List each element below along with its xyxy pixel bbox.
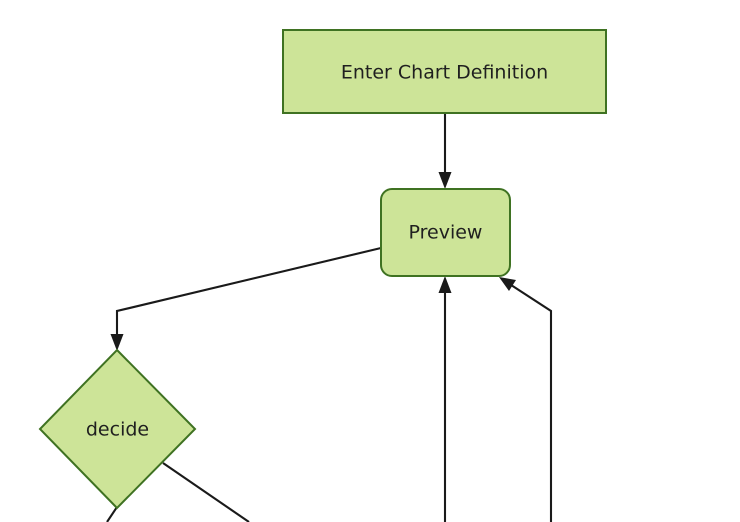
- node-shape-diamond: [38, 348, 197, 510]
- node-label: Enter Chart Definition: [341, 62, 548, 84]
- arrow-head-icon: [438, 276, 452, 293]
- edge-line: [507, 282, 553, 522]
- edges-layer: [106, 113, 553, 522]
- node-enter-chart-definition[interactable]: Enter Chart Definition: [282, 29, 607, 114]
- node-shape-rectangle: [282, 29, 607, 114]
- edge-preview-to-decide[interactable]: [110, 246, 382, 351]
- node-preview[interactable]: Preview: [380, 188, 511, 277]
- node-decide[interactable]: decide: [38, 348, 197, 510]
- arrow-head-icon: [438, 172, 452, 189]
- edge-line: [106, 506, 118, 522]
- edge-line: [115, 246, 382, 340]
- arrow-head-icon: [499, 277, 516, 291]
- edge-return-center-to-preview[interactable]: [438, 276, 452, 522]
- node-shape-rounded-rectangle: [380, 188, 511, 277]
- edge-return-right-to-preview[interactable]: [499, 277, 553, 522]
- arrow-head-icon: [110, 334, 124, 351]
- nodes-layer: Enter Chart Definition Preview decide: [38, 29, 607, 510]
- node-label: decide: [86, 419, 149, 441]
- edge-line: [162, 462, 250, 522]
- node-label: Preview: [409, 222, 483, 244]
- edge-decide-out-right[interactable]: [162, 462, 250, 522]
- edge-decide-out-left[interactable]: [106, 506, 118, 522]
- edge-enter-to-preview[interactable]: [438, 113, 452, 189]
